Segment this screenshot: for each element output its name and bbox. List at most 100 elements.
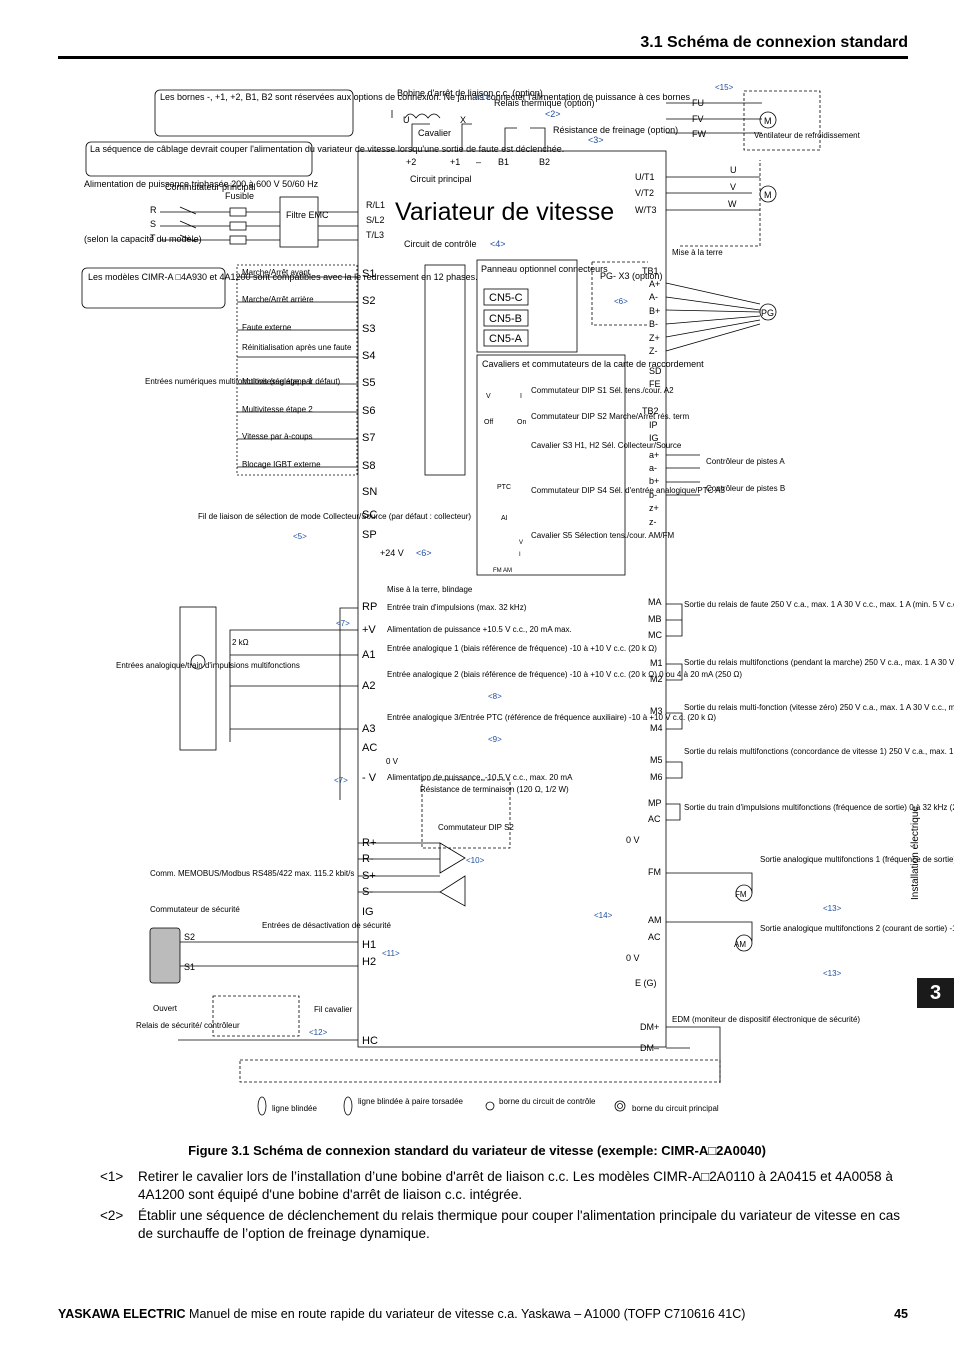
jumper-s3-label: Cavalier S3 H1, H2 Sél. Collecteur/Sourc… [531,441,682,450]
legend-control-terminal: borne du circuit de contrôle [499,1097,596,1106]
wiring-diagram: Variateur de vitesse Les bornes -, +1, +… [81,83,954,1116]
relay3-desc: Sortie du relais multifonctions (concord… [684,747,954,756]
note-models: Les modèles CIMR-A □4A930 et 4A1200 sont… [88,272,478,282]
ref-1: <1> [475,92,491,102]
pg-ref-6: <6> [614,297,628,306]
note-sequence: La séquence de câblage devrait couper l'… [90,144,564,154]
am-desc: Sortie analogique multifonctions 2 (cour… [760,924,954,933]
digital-inputs-group: Entrées numériques multifonctions (régla… [145,377,341,386]
term-s-plus: S+ [362,870,376,882]
analog-inputs-group: Entrées analogique/train d'impulsions mu… [116,661,300,670]
term-mb: MB [648,614,662,624]
s4-ptc: PTC [497,484,511,491]
term-s4: S4 [362,350,375,362]
fan-label: Ventilateur de refroidissement [754,131,861,140]
connector-cn5c: CN5-C [489,292,523,304]
pg-term-ip: IP [649,420,658,430]
s5-v: V [519,540,523,546]
jumpers-title: Cavaliers et commutateurs de la carte de… [482,359,704,369]
thermal-relay-label: Relais thermique (option) [494,98,595,108]
di-label-3: Faute externe [242,323,292,332]
ref-15: <15> [715,83,734,92]
comm-label: Comm. MEMOBUS/Modbus RS485/422 max. 115.… [150,869,354,878]
s1-v: V [486,393,491,400]
term-r-plus: R+ [362,837,376,849]
ref-10: <10> [466,856,485,865]
header-rule [58,56,908,59]
term-s-minus: S- [362,886,373,898]
term-u: U [403,115,410,125]
ref-4: <4> [490,239,506,249]
term-s3: S3 [362,323,375,335]
term-sc: SC [362,509,377,521]
term-m1: M1 [650,658,663,668]
term-0v-am: 0 V [626,953,640,963]
page-number: 45 [894,1307,908,1321]
footnote-2-number: <2> [100,1208,124,1223]
emc-filter-box [279,196,319,248]
term-ma: MA [648,597,662,607]
plus-v-desc: Alimentation de puissance +10.5 V c.c., … [387,625,572,634]
pg-term-b-minus: B- [649,319,658,329]
fan-motor-m: M [764,116,772,126]
term-s8: S8 [362,460,375,472]
term-mp: MP [648,798,662,808]
term-dm-minus: DM– [640,1043,659,1053]
supply-24v: +24 V [380,548,404,558]
fm-desc: Sortie analogique multifonctions 1 (fréq… [760,855,954,864]
minus-v-desc: Alimentation de puissance, -10.5 V c.c.,… [387,773,573,782]
dc-choke-label: Bobine d'arrêt de liaison c.c. (option) [397,88,543,98]
footer-brand: YASKAWA ELECTRIC [58,1307,186,1321]
term-s7: S7 [362,432,375,444]
jumper-wire-label: Fil cavalier [314,1005,353,1014]
term-rl1: R/L1 [366,200,385,210]
main-switch-label: Commutateur principal [165,182,256,192]
motor-m: M [764,190,772,200]
note-box-sequence [85,141,313,177]
pg-encoder: PG [761,308,774,318]
ref-13b: <13> [823,969,842,978]
footnote-1-number: <1> [100,1169,124,1184]
motor-v: V [730,182,736,192]
jumper-s5-label: Cavalier S5 Sélection tens./cour. AM/FM [531,531,675,540]
di-label-4: Réinitialisation après une faute [242,343,352,352]
a2-desc: Entrée analogique 2 (biais référence de … [387,670,742,679]
rp-desc: Entrée train d'impulsions (max. 32 kHz) [387,603,527,612]
a1-desc: Entrée analogique 1 (biais référence de … [387,644,657,653]
ref-5: <5> [293,532,307,541]
footer-text: Manuel de mise en route rapide du variat… [185,1307,746,1321]
pot-resistance: 2 kΩ [232,638,249,647]
di-label-2: Marche/Arrêt arrière [242,295,314,304]
pg-term-a-minus: A- [649,292,658,302]
term-h2: H2 [362,956,376,968]
ref-6: <6> [416,548,432,558]
ref-12: <12> [309,1028,328,1037]
option-panel-title: Panneau optionnel connecteurs [481,264,608,274]
track-controller-a: Contrôleur de pistes A [706,457,785,466]
circuit-controle-label: Circuit de contrôle [404,239,477,249]
connector-cn5b: CN5-B [489,313,522,325]
term-b2: B2 [539,157,550,167]
dip-s1-label: Commutateur DIP S1 Sél. tens./cour. A2 [531,386,674,395]
footnote-2: <2> Établir une séquence de déclenchemen… [100,1207,910,1243]
term-minus: – [476,157,481,167]
footnote-2-text: Établir une séquence de déclenchement du… [138,1208,901,1241]
circuit-principal-label: Circuit principal [410,174,472,184]
pg-term-z2-plus: z+ [649,503,659,513]
term-ac: AC [362,742,377,754]
ref-9: <9> [488,735,502,744]
tb1-label: TB1 [642,266,659,276]
brake-resistor-label: Résistance de freinage (option) [553,125,678,135]
pg-term-z-minus: Z- [649,346,658,356]
fuse-label: Fusible [225,191,254,201]
pg-term-b-plus: B+ [649,306,660,316]
note-box-models [81,267,226,309]
term-resistor-label: Résistance de terminaison (120 Ω, 1/2 W) [420,785,569,794]
term-fw: FW [692,129,706,139]
ref-11: <11> [382,949,400,958]
legend-shielded: ligne blindée [272,1104,317,1113]
pulse-out-desc: Sortie du train d'impulsions multifoncti… [684,803,954,812]
term-am: AM [648,915,662,925]
footer: YASKAWA ELECTRIC Manuel de mise en route… [58,1307,745,1321]
term-mc: MC [648,630,662,640]
